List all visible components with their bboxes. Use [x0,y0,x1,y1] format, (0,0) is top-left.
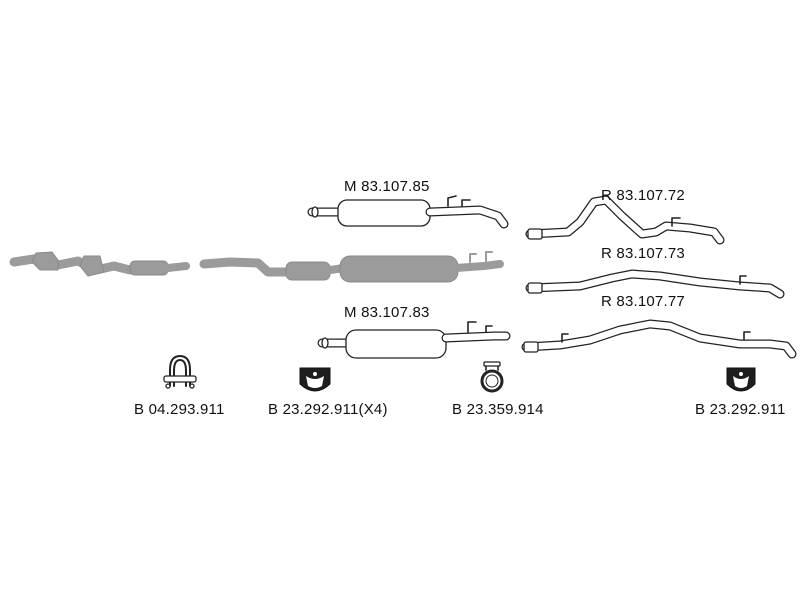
label-b-23-292-911: B 23.292.911 [695,401,786,418]
part-r-83-107-77 [521,319,797,359]
part-m-83-107-83 [317,321,511,359]
rubber-bracket-icon [299,367,331,392]
label-b-23-359-914: B 23.359.914 [452,401,544,418]
ghost-exhaust-assembly [9,251,504,283]
label-b-04-293-911: B 04.293.911 [134,401,225,418]
part-r-83-107-73 [525,269,785,299]
u-clamp-icon [163,355,197,389]
label-r-83-107-77: R 83.107.77 [601,293,685,310]
rubber-bracket-icon-2 [726,367,756,392]
label-b-23-292-911-x4: B 23.292.911(X4) [268,401,388,418]
label-m-83-107-83: M 83.107.83 [344,304,430,321]
label-r-83-107-72: R 83.107.72 [601,187,685,204]
ring-clamp-icon [480,361,504,393]
label-r-83-107-73: R 83.107.73 [601,245,685,262]
part-r-83-107-72 [525,195,725,245]
label-m-83-107-85: M 83.107.85 [344,178,430,195]
part-m-83-107-85 [307,195,509,229]
